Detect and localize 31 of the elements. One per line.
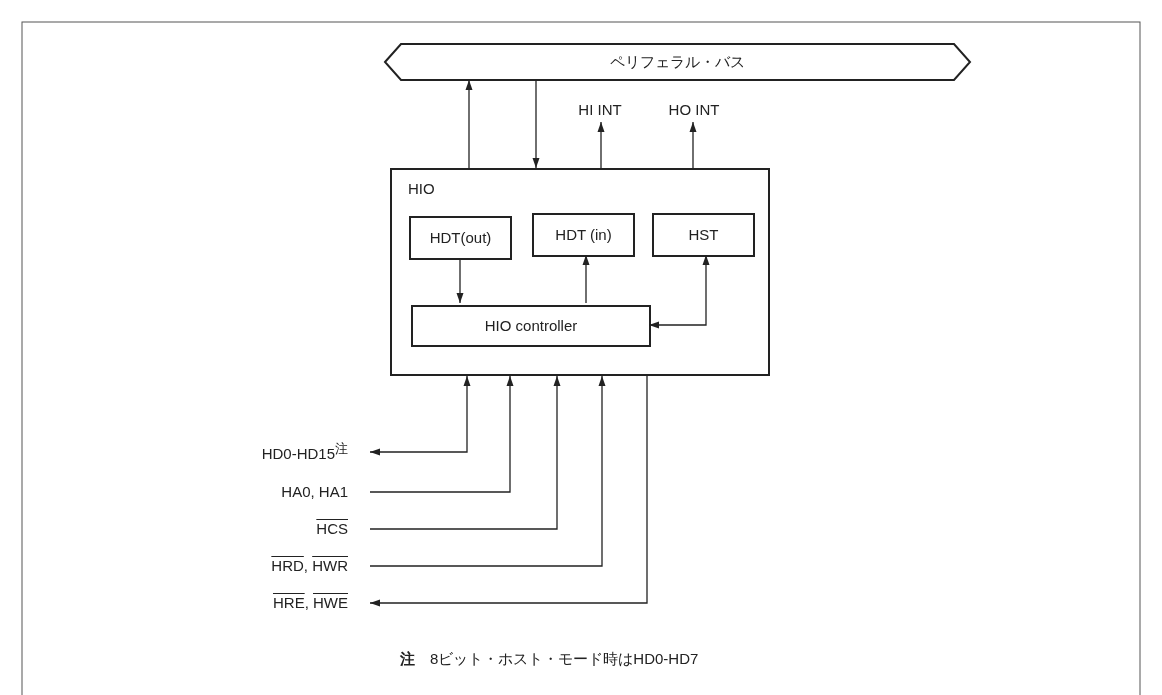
box-label: HDT(out) [429,229,492,247]
footnote: 注 8ビット・ホスト・モード時はHD0-HD7 [400,650,699,668]
module-box [390,168,770,376]
arrow [456,257,464,304]
signal-name: HD0-HD15$^{注}$ [261,441,348,463]
signal-name: HCS [316,520,348,538]
arrow [597,121,605,169]
arrow [582,254,590,304]
bus-label: ペリフェラル・バス [610,53,745,71]
signal-name: HO INT [668,101,720,119]
arrow [369,375,648,607]
signal-name: HRE, HWE [273,594,348,612]
arrow [369,375,561,530]
module-title: HIO [408,180,435,198]
arrow [648,254,710,329]
arrow [689,121,697,169]
arrow [369,375,514,493]
arrow [532,79,540,169]
arrow [369,375,471,456]
signal-name: HA0, HA1 [281,483,348,501]
box-label: HIO controller [484,317,578,335]
register-box [411,305,651,347]
signal-name: HRD, HWR [271,557,348,575]
arrow [369,375,606,567]
arrow [465,79,473,169]
signal-name: HI INT [578,101,622,119]
register-box [532,213,635,257]
box-label: HDT (in) [555,226,612,244]
register-box [652,213,755,257]
register-box [409,216,512,260]
box-label: HST [688,226,719,244]
